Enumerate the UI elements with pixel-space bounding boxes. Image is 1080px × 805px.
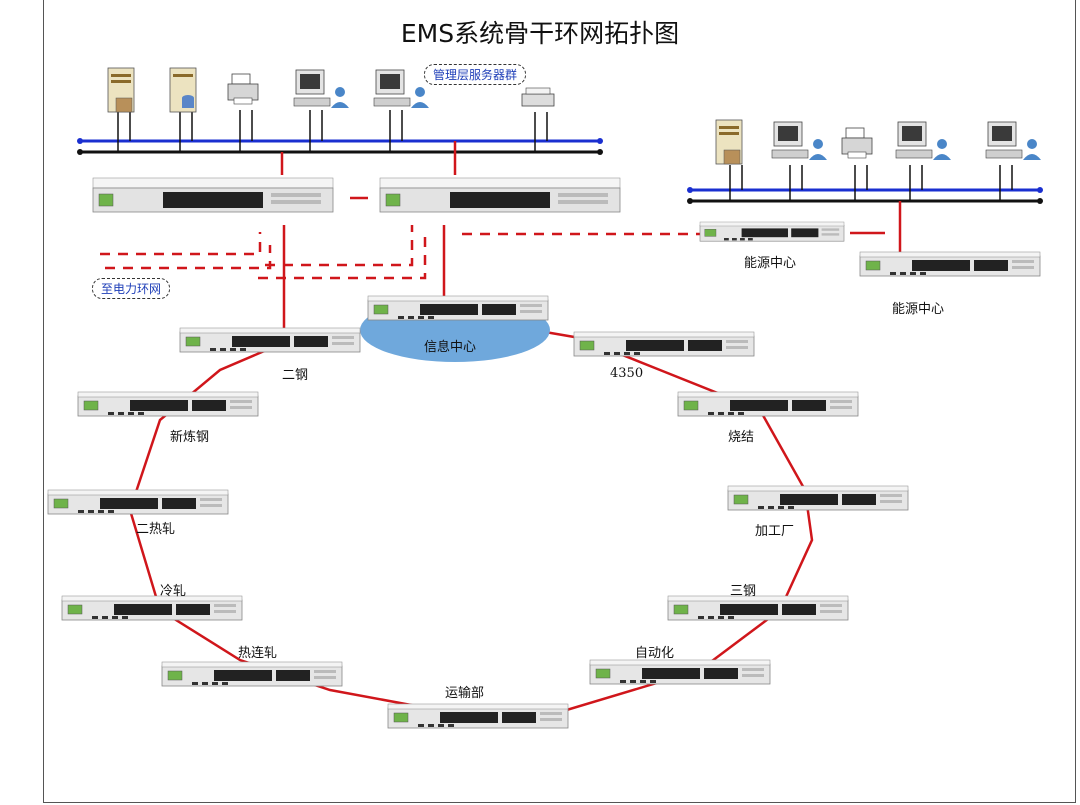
node-label: 二钢 xyxy=(282,368,309,383)
energy-center-switch-1 xyxy=(699,221,845,242)
ring-switch-n5 xyxy=(161,661,343,687)
ring-switch-n1 xyxy=(179,327,361,353)
ring-switch-n3 xyxy=(47,489,229,515)
node-label: 加工厂 xyxy=(755,524,795,539)
energy-workstation-1 xyxy=(771,121,828,161)
core-switch-1 xyxy=(92,177,334,213)
node-label: 烧结 xyxy=(728,430,755,445)
ring-switch-n7 xyxy=(589,659,771,685)
ring-switch-n11 xyxy=(573,331,755,357)
energy-server xyxy=(715,119,743,165)
ring-switch-info-center xyxy=(367,295,549,321)
node-label: 新炼钢 xyxy=(170,430,210,445)
database-server xyxy=(169,67,197,113)
management-bus xyxy=(77,138,603,155)
ring-switch-n4 xyxy=(61,595,243,621)
ring-switch-n8 xyxy=(667,595,849,621)
node-label: 4350 xyxy=(610,366,644,381)
device-drops xyxy=(117,110,1013,201)
info-center-label: 信息中心 xyxy=(424,340,477,355)
ring-switch-n6 xyxy=(387,703,569,729)
node-label: 热连轧 xyxy=(238,646,278,661)
energy-center-switch-2 xyxy=(859,251,1041,277)
ring-switch-n9 xyxy=(727,485,909,511)
dashed-links xyxy=(100,196,700,280)
node-label: 二热轧 xyxy=(136,522,176,537)
printer-1 xyxy=(227,73,259,105)
diagram-frame xyxy=(43,0,1076,803)
energy-workstation-2 xyxy=(895,121,952,161)
energy-workstation-3 xyxy=(985,121,1042,161)
ring-switch-n2 xyxy=(77,391,259,417)
core-switch-2 xyxy=(379,177,621,213)
router-device xyxy=(521,87,555,107)
workstation-1 xyxy=(293,69,350,109)
energy-center-label-2: 能源中心 xyxy=(892,302,945,317)
power-ring-label: 至电力环网 xyxy=(92,278,171,299)
node-label: 三钢 xyxy=(730,584,757,599)
management-group-label: 管理层服务器群 xyxy=(424,64,527,85)
backbone-ring xyxy=(128,316,814,717)
node-label: 自动化 xyxy=(635,646,675,661)
diagram-title: EMS系统骨干环网拓扑图 xyxy=(400,19,680,48)
ring-switch-n10 xyxy=(677,391,859,417)
node-label: 冷轧 xyxy=(160,584,187,599)
energy-center-label-1: 能源中心 xyxy=(744,256,797,271)
workstation-2 xyxy=(373,69,430,109)
node-label: 运输部 xyxy=(445,686,485,701)
energy-bus xyxy=(687,187,1043,204)
management-server-1 xyxy=(107,67,135,113)
energy-printer xyxy=(841,127,873,159)
